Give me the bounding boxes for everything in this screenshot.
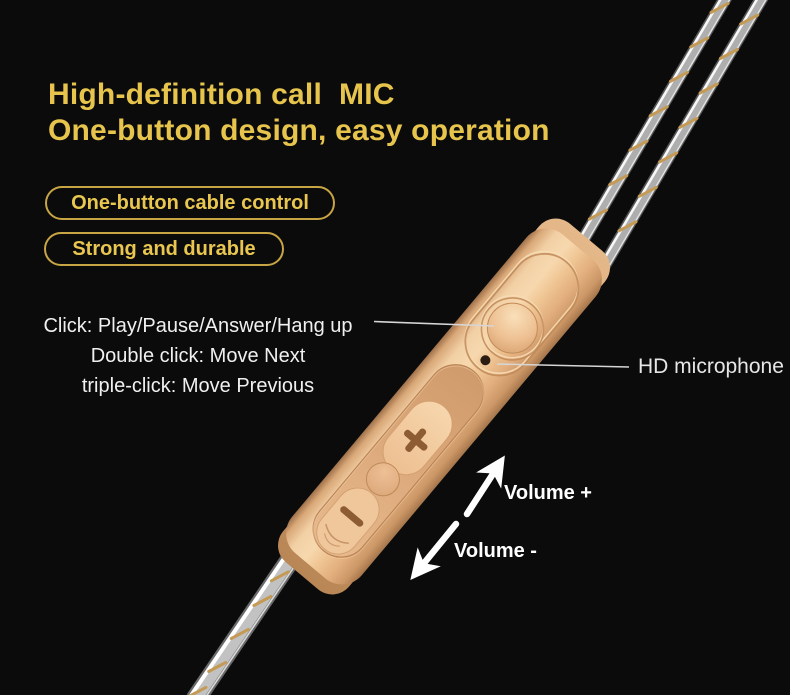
volume-up-arrow-icon: [463, 455, 505, 518]
feature-pill-durable: Strong and durable: [44, 232, 284, 266]
feature-pill-label: Strong and durable: [72, 237, 256, 260]
volume-down-arrow-icon: [410, 520, 460, 580]
callout-line-microphone: [496, 363, 630, 368]
rocker-bottom-ridges: [323, 523, 349, 547]
plus-icon: [403, 428, 428, 452]
headline-title: High-definition call MIC: [48, 78, 395, 111]
cable-top: [564, 0, 769, 282]
remote-control: [277, 218, 611, 595]
click-instruction-line: Click: Play/Pause/Answer/Hang up: [43, 315, 353, 337]
call-button: [480, 295, 545, 361]
volume-channel-highlight: [312, 365, 485, 559]
minus-icon: [340, 506, 364, 527]
button-groove: [464, 250, 580, 377]
click-instructions: Click: Play/Pause/Answer/Hang up Double …: [28, 311, 368, 401]
volume-down-label: Volume -: [454, 540, 537, 562]
cable-gold-wraps: [587, 1, 760, 233]
hd-microphone-label: HD microphone: [638, 355, 784, 378]
feature-pill-label: One-button cable control: [71, 191, 309, 214]
volume-up-label: Volume +: [504, 482, 592, 504]
headline-subtitle: One-button design, easy operation: [48, 114, 550, 147]
microphone-hole: [478, 353, 492, 367]
callout-line-call-button: [373, 320, 495, 327]
feature-pill-cable-control: One-button cable control: [45, 186, 335, 220]
triple-click-instruction-line: triple-click: Move Previous: [81, 375, 315, 397]
cable-bottom: [186, 554, 299, 695]
rocker-pivot: [365, 462, 400, 497]
double-click-instruction-line: Double click: Move Next: [90, 345, 306, 367]
